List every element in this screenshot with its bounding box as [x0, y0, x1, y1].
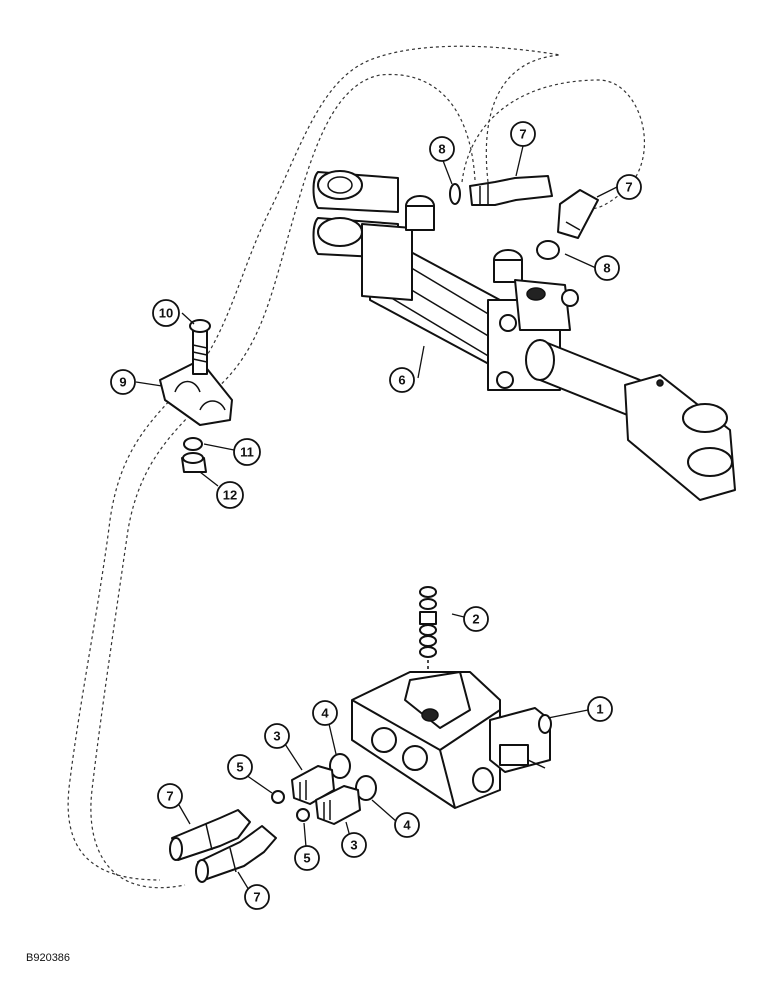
svg-text:4: 4 — [321, 706, 329, 721]
svg-text:1: 1 — [596, 702, 603, 717]
callout-7-hose-lower: 7 — [244, 884, 270, 910]
svg-text:5: 5 — [303, 851, 310, 866]
hydraulic-cylinder — [312, 170, 736, 501]
callout-6: 6 — [389, 367, 415, 393]
callout-4-lower: 4 — [394, 812, 420, 838]
callout-9: 9 — [110, 369, 136, 395]
callout-5-upper: 5 — [227, 754, 253, 780]
svg-text:10: 10 — [159, 306, 173, 321]
svg-text:8: 8 — [603, 261, 610, 276]
svg-text:11: 11 — [240, 445, 254, 460]
callout-5-lower: 5 — [294, 845, 320, 871]
valve-fittings — [169, 753, 377, 883]
svg-text:6: 6 — [398, 373, 405, 388]
callout-7-right: 7 — [616, 174, 642, 200]
hose-routing — [67, 45, 645, 889]
callout-2: 2 — [463, 606, 489, 632]
svg-text:7: 7 — [519, 127, 526, 142]
figure-id: B920386 — [26, 952, 71, 964]
cylinder-fittings — [449, 175, 599, 260]
callout-12: 12 — [216, 481, 244, 509]
svg-text:3: 3 — [350, 838, 357, 853]
svg-text:5: 5 — [236, 760, 243, 775]
hose-clamp-assembly — [159, 319, 233, 473]
svg-text:7: 7 — [166, 789, 173, 804]
callout-3-upper: 3 — [264, 723, 290, 749]
svg-text:8: 8 — [438, 142, 445, 157]
callout-7-hose-upper: 7 — [157, 783, 183, 809]
callout-3-lower: 3 — [341, 832, 367, 858]
callout-10: 10 — [152, 299, 180, 327]
callout-8-right: 8 — [594, 255, 620, 281]
svg-text:9: 9 — [119, 375, 126, 390]
svg-text:12: 12 — [223, 488, 237, 503]
callout-8-top: 8 — [429, 136, 455, 162]
svg-text:2: 2 — [472, 612, 479, 627]
svg-text:7: 7 — [625, 180, 632, 195]
control-valve — [351, 586, 552, 809]
svg-text:4: 4 — [403, 818, 411, 833]
callout-1: 1 — [587, 696, 613, 722]
svg-text:3: 3 — [273, 729, 280, 744]
callout-7-top: 7 — [510, 121, 536, 147]
callout-4-upper: 4 — [312, 700, 338, 726]
callout-11: 11 — [233, 438, 261, 466]
svg-text:7: 7 — [253, 890, 260, 905]
